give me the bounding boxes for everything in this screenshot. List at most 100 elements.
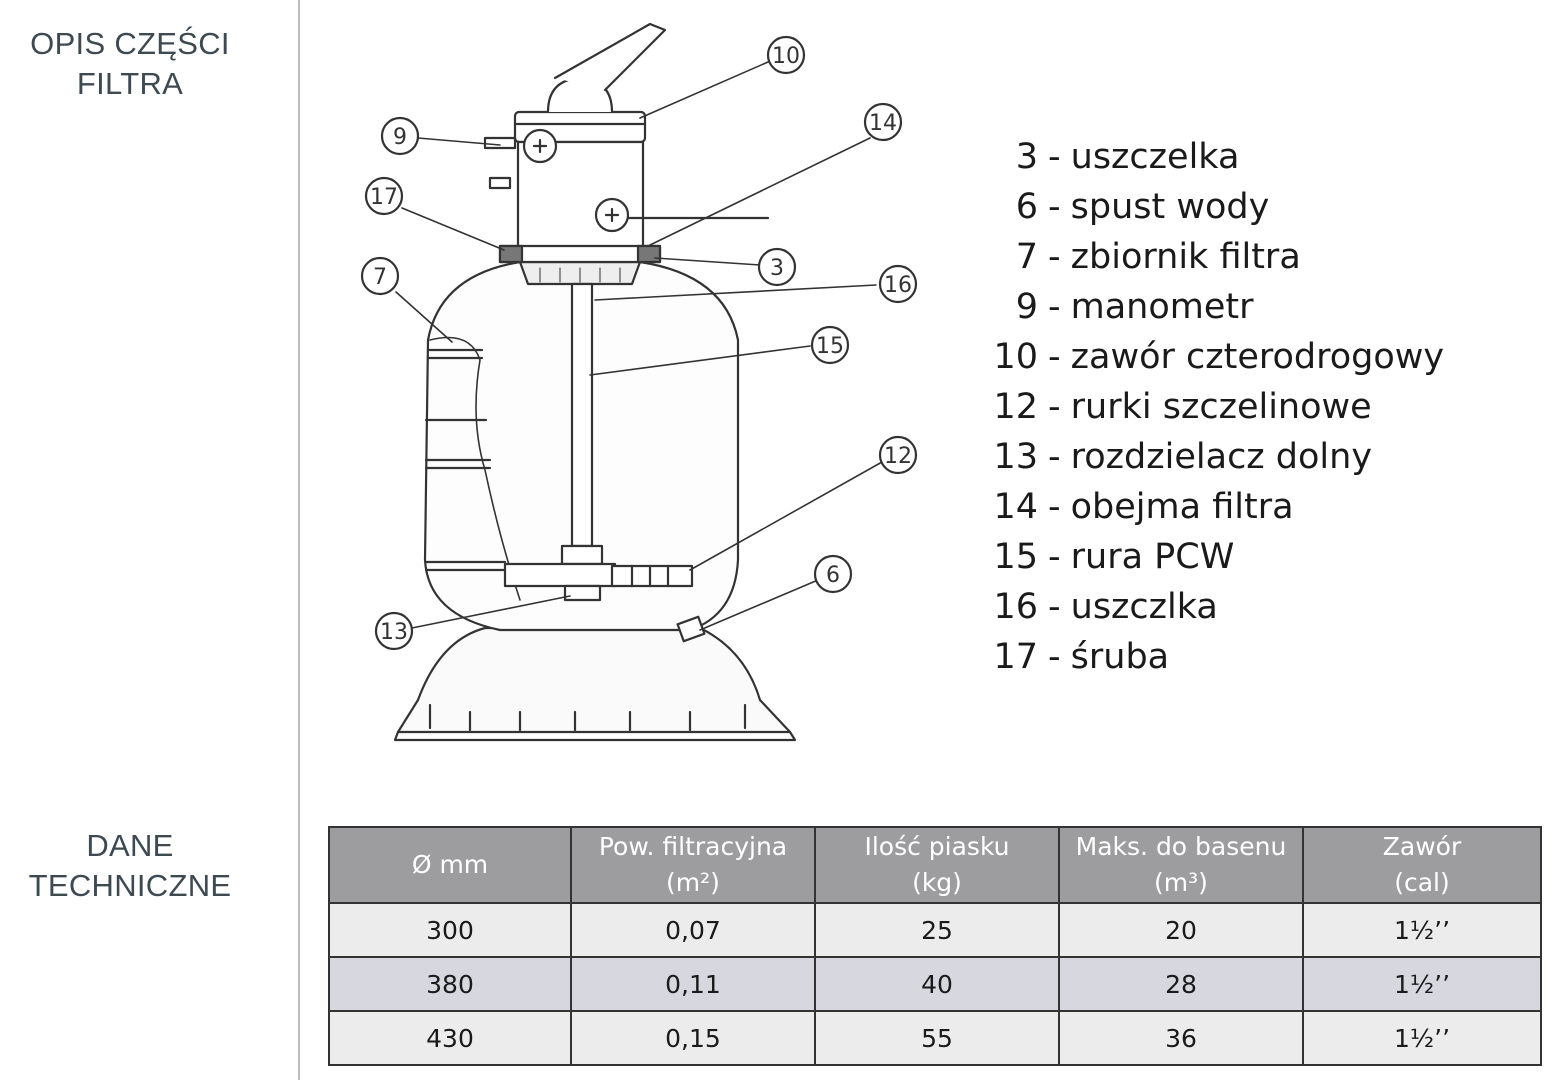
cell-filter-area: 0,15: [570, 1010, 816, 1066]
cell-filter-area: 0,07: [570, 902, 816, 958]
callout-12-label: 12: [884, 444, 912, 469]
callout-3-label: 3: [770, 256, 784, 281]
tech-title-line-1: DANE: [86, 828, 174, 863]
parts-title-line-1: OPIS CZĘŚCI: [30, 26, 230, 61]
legend-label: śruba: [1070, 637, 1170, 677]
legend-separator: -: [1048, 587, 1061, 627]
cell-valve: 1½’’: [1302, 902, 1542, 958]
tech-title-line-2: TECHNICZNE: [28, 868, 232, 903]
callout-15-label: 15: [816, 334, 844, 359]
legend-label: zawór czterodrogowy: [1070, 337, 1445, 377]
callout-16: 16: [878, 264, 918, 304]
callout-13-label: 13: [380, 620, 408, 645]
cell-valve: 1½’’: [1302, 1010, 1542, 1066]
filter-base: [393, 626, 797, 742]
legend-number: 13: [993, 437, 1038, 477]
callout-15: 15: [810, 325, 850, 365]
cell-valve: 1½’’: [1302, 956, 1542, 1012]
legend-number: 14: [993, 487, 1038, 527]
legend-number: 16: [993, 587, 1038, 627]
table-header-row: Ø mm Pow. filtracyjna (m²) Ilość piasku …: [328, 826, 1542, 904]
legend-number: 6: [1015, 187, 1038, 227]
legend-item: 12-rurki szczelinowe: [980, 382, 1540, 432]
callout-6: 6: [813, 554, 853, 594]
callout-leaders: [395, 61, 883, 631]
legend-separator: -: [1048, 537, 1061, 577]
technical-data-table: Ø mm Pow. filtracyjna (m²) Ilość piasku …: [328, 826, 1542, 1066]
cell-sand-amount: 55: [814, 1010, 1060, 1066]
callout-10: 10: [766, 35, 806, 75]
legend-item: 10-zawór czterodrogowy: [980, 332, 1540, 382]
legend-item: 7-zbiornik filtra: [980, 232, 1540, 282]
table-row: 430 0,15 55 36 1½’’: [328, 1010, 1542, 1066]
callout-10-label: 10: [772, 44, 800, 69]
cell-sand-amount: 40: [814, 956, 1060, 1012]
table-row: 380 0,11 40 28 1½’’: [328, 956, 1542, 1012]
legend-separator: -: [1048, 337, 1061, 377]
left-column: OPIS CZĘŚCI FILTRA DANE TECHNICZNE: [0, 0, 298, 1080]
header-diameter: Ø mm: [328, 826, 572, 904]
cell-max-pool: 20: [1058, 902, 1304, 958]
legend-number: 17: [993, 637, 1038, 677]
legend-item: 3-uszczelka: [980, 132, 1540, 182]
legend-item: 9-manometr: [980, 282, 1540, 332]
header-max-pool: Maks. do basenu (m³): [1058, 826, 1304, 904]
callout-markers: 10 9 14 17 3 7 16 15: [360, 35, 918, 651]
legend-separator: -: [1048, 137, 1061, 177]
legend-separator: -: [1048, 387, 1061, 427]
pvc-pipe: [503, 282, 694, 602]
legend-item: 15-rura PCW: [980, 532, 1540, 582]
legend-separator: -: [1048, 187, 1061, 227]
callout-7: 7: [360, 256, 400, 296]
callout-14-label: 14: [869, 111, 897, 136]
parts-title-line-2: FILTRA: [76, 66, 184, 101]
cell-filter-area: 0,11: [570, 956, 816, 1012]
callout-17-label: 17: [370, 185, 398, 210]
four-way-valve: [483, 22, 770, 264]
callout-7-label: 7: [373, 265, 387, 290]
callout-16-label: 16: [884, 273, 912, 298]
callout-9: 9: [380, 116, 420, 156]
legend-label: uszczlka: [1070, 587, 1218, 627]
legend-number: 15: [993, 537, 1038, 577]
callout-9-label: 9: [393, 125, 407, 150]
tech-section-title: DANE TECHNICZNE: [0, 826, 260, 906]
legend-item: 16-uszczlka: [980, 582, 1540, 632]
legend-label: rozdzielacz dolny: [1070, 437, 1373, 477]
legend-label: rura PCW: [1070, 537, 1235, 577]
drain-valve: [676, 615, 706, 643]
legend-number: 3: [1015, 137, 1038, 177]
legend-item: 6-spust wody: [980, 182, 1540, 232]
legend-label: uszczelka: [1070, 137, 1240, 177]
legend-separator: -: [1048, 287, 1061, 327]
legend-number: 10: [993, 337, 1038, 377]
parts-section-title: OPIS CZĘŚCI FILTRA: [0, 24, 260, 104]
legend-label: manometr: [1070, 287, 1254, 327]
legend-label: spust wody: [1070, 187, 1270, 227]
cell-max-pool: 36: [1058, 1010, 1304, 1066]
callout-12: 12: [878, 435, 918, 475]
legend-label: obejma filtra: [1070, 487, 1294, 527]
legend-separator: -: [1048, 637, 1061, 677]
cell-diameter: 380: [328, 956, 572, 1012]
legend-number: 12: [993, 387, 1038, 427]
callout-14: 14: [863, 102, 903, 142]
cell-diameter: 300: [328, 902, 572, 958]
cell-max-pool: 28: [1058, 956, 1304, 1012]
header-filter-area: Pow. filtracyjna (m²): [570, 826, 816, 904]
legend-label: zbiornik filtra: [1070, 237, 1301, 277]
filter-diagram: 10 9 14 17 3 7 16 15: [360, 22, 918, 742]
header-valve: Zawór (cal): [1302, 826, 1542, 904]
legend-number: 9: [1015, 287, 1038, 327]
legend-item: 14-obejma filtra: [980, 482, 1540, 532]
callout-6-label: 6: [826, 563, 840, 588]
table-row: 300 0,07 25 20 1½’’: [328, 902, 1542, 958]
legend-separator: -: [1048, 237, 1061, 277]
cell-sand-amount: 25: [814, 902, 1060, 958]
callout-3: 3: [757, 247, 797, 287]
legend-number: 7: [1015, 237, 1038, 277]
header-sand-amount: Ilość piasku (kg): [814, 826, 1060, 904]
legend-label: rurki szczelinowe: [1070, 387, 1372, 427]
callout-17: 17: [364, 176, 404, 216]
